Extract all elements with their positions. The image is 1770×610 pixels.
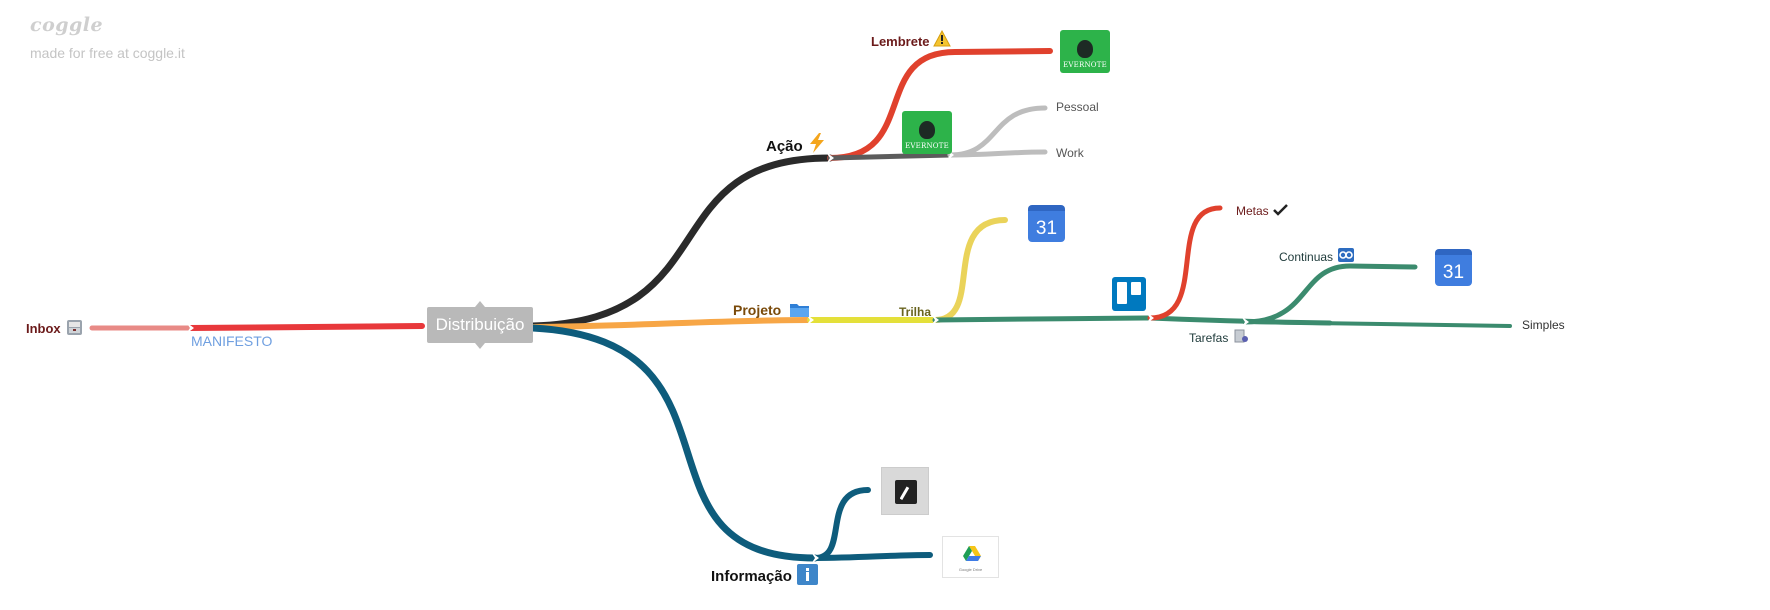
node-informacao[interactable]: Informação: [711, 568, 792, 585]
calendar-day-number: 31: [1442, 262, 1465, 283]
branch-simples: [1243, 320, 1512, 328]
trello-card-right: [1131, 282, 1141, 295]
node-trilha[interactable]: Trilha: [899, 305, 931, 319]
node-work-label: Work: [1056, 146, 1084, 160]
drive-wordmark: Google Drive: [958, 567, 983, 572]
info-icon: [797, 564, 818, 585]
node-simples[interactable]: Simples: [1522, 318, 1565, 332]
branch-lembrete: [827, 48, 1053, 161]
node-projeto[interactable]: Projeto: [733, 302, 781, 318]
node-acao-label: Ação: [766, 138, 803, 155]
node-continuas-label: Continuas: [1279, 250, 1334, 264]
pen-icon: [900, 486, 910, 501]
node-lembrete-label: Lembrete: [871, 34, 930, 49]
branch-metas: [1147, 205, 1223, 321]
node-continuas[interactable]: Continuas: [1279, 250, 1333, 264]
branch-informacao-drive: [812, 552, 933, 561]
node-lembrete[interactable]: Lembrete: [871, 34, 930, 49]
branch-projeto: [530, 317, 813, 330]
node-pessoal[interactable]: Pessoal: [1056, 100, 1099, 114]
branch-junction-markers: [186, 149, 1249, 564]
drive-triangle-icon: [963, 546, 981, 561]
inbox-tray-icon: [67, 320, 82, 335]
branch-informacao: [529, 324, 819, 562]
notes-app-icon[interactable]: [881, 467, 929, 515]
node-inbox[interactable]: Inbox: [26, 321, 61, 336]
node-metas-label: Metas: [1236, 204, 1269, 218]
central-node-label: Distribuição: [435, 315, 525, 334]
coggle-logo[interactable]: coggle: [30, 14, 104, 36]
central-node[interactable]: Distribuição: [427, 301, 533, 349]
node-metas[interactable]: Metas: [1236, 204, 1269, 218]
loop-icon: [1338, 248, 1354, 262]
checkmark-icon: [1273, 204, 1288, 216]
evernote-elephant-icon: [1077, 40, 1093, 58]
google-calendar-icon[interactable]: 31: [1028, 205, 1065, 242]
branch-trilha-calendar: [932, 217, 1008, 323]
evernote-elephant-icon: [919, 121, 935, 139]
branch-pessoal: [947, 105, 1048, 158]
coggle-watermark-text[interactable]: made for free at coggle.it: [30, 45, 185, 61]
lightning-icon: [810, 133, 824, 153]
node-acao[interactable]: Ação: [766, 138, 803, 155]
node-simples-label: Simples: [1522, 318, 1565, 332]
google-drive-icon[interactable]: Google Drive: [942, 536, 999, 578]
branch-continuas: [1242, 263, 1418, 325]
task-pin-icon: [1234, 329, 1248, 343]
google-calendar-icon[interactable]: 31: [1435, 249, 1472, 286]
manifesto-link[interactable]: MANIFESTO: [191, 333, 272, 349]
branch-evernote: [827, 152, 953, 161]
warning-icon: [933, 30, 951, 47]
node-trilha-label: Trilha: [899, 305, 932, 319]
evernote-wordmark: EVERNOTE: [1063, 61, 1107, 69]
node-tarefas[interactable]: Tarefas: [1189, 331, 1228, 345]
trello-icon[interactable]: [1112, 277, 1146, 311]
node-tarefas-label: Tarefas: [1189, 331, 1229, 345]
calendar-day-number: 31: [1035, 218, 1058, 239]
evernote-icon[interactable]: EVERNOTE: [1060, 30, 1110, 73]
node-informacao-label: Informação: [711, 568, 792, 585]
node-inbox-label: Inbox: [26, 321, 61, 336]
trello-card-left: [1117, 282, 1127, 304]
branch-work: [947, 149, 1048, 158]
evernote-wordmark: EVERNOTE: [905, 142, 949, 150]
branch-acao: [529, 154, 834, 330]
node-projeto-label: Projeto: [733, 302, 782, 318]
manifesto-link-label: MANIFESTO: [191, 333, 273, 349]
evernote-icon[interactable]: EVERNOTE: [902, 111, 952, 154]
branch-inbox: [187, 323, 425, 331]
branch-informacao-notes: [812, 487, 871, 561]
node-pessoal-label: Pessoal: [1056, 100, 1099, 114]
node-work[interactable]: Work: [1056, 146, 1084, 160]
folder-icon: [790, 304, 809, 317]
